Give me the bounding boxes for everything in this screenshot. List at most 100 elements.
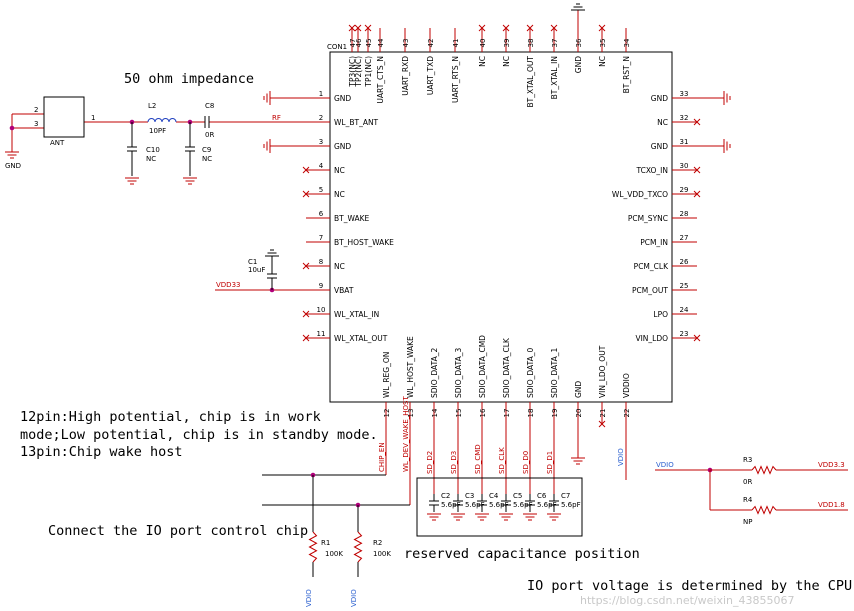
pin-name-36: GND: [574, 56, 583, 73]
junction-dot: [9, 125, 15, 131]
pin-number-4: 4: [319, 162, 324, 170]
pin-name-42: UART_TXD: [426, 56, 435, 95]
pin-number-15: 15: [455, 409, 463, 418]
pin-number-40: 40: [479, 39, 487, 48]
pin-number-47: 47: [349, 39, 357, 48]
capacitor-c7: [549, 494, 559, 512]
cap-val-c2: 5.6pF: [441, 501, 461, 509]
pin-name-31: GND: [651, 142, 668, 151]
nc-marker: [478, 24, 486, 32]
pin-name-7: BT_HOST_WAKE: [334, 238, 394, 247]
net-label-wl-dev-wake-host: WL_DEV_WAKE_HOST: [402, 396, 410, 472]
pin-name-46: TP2(NC): [354, 56, 363, 88]
ground-symbol: [263, 91, 271, 105]
pin-number-45: 45: [365, 39, 373, 48]
nc-stroke: [598, 420, 606, 428]
connector-ref: CON1: [327, 43, 347, 51]
cap-val-c6: 5.6pF: [537, 501, 557, 509]
capacitor-c10: [127, 122, 137, 176]
resistor-zigzag: [751, 465, 777, 475]
c9-val: NC: [202, 155, 212, 163]
pin-name-20: GND: [574, 381, 583, 398]
pin-number-25: 25: [680, 282, 689, 290]
pin-name-6: BT_WAKE: [334, 214, 370, 223]
net-rf: RF: [272, 114, 281, 122]
pin-number-43: 43: [402, 39, 410, 48]
resistor-zigzag: [751, 505, 777, 515]
cap-ref-c7: C7: [561, 492, 570, 500]
cap-ref-c2: C2: [441, 492, 450, 500]
c8-ref: C8: [205, 102, 214, 110]
resistor-r4: [751, 505, 777, 515]
connector-body: [329, 51, 673, 403]
pin-name-10: WL_XTAL_IN: [334, 310, 379, 319]
pin-number-18: 18: [527, 409, 535, 418]
pin-number-7: 7: [319, 234, 323, 242]
pin-name-29: WL_VDD_TXCO: [612, 190, 668, 199]
pin-name-35: NC: [598, 56, 607, 67]
pin-number-16: 16: [479, 408, 487, 417]
pin-number-9: 9: [319, 282, 323, 290]
pin-name-4: NC: [334, 166, 345, 175]
pin-name-2: WL_BT_ANT: [334, 118, 379, 127]
watermark: https://blog.csdn.net/weixin_43855067: [580, 594, 795, 607]
net-label-sd-d0: SD_D0: [522, 451, 530, 474]
note-pin12-line2: mode;Low potential, chip is in standby m…: [20, 427, 378, 443]
pin-name-16: SDIO_DATA_CMD: [478, 335, 487, 398]
pin-number-19: 19: [551, 409, 559, 418]
nc-marker: [364, 24, 372, 32]
ground-symbol: [125, 177, 139, 185]
pin-number-37: 37: [551, 39, 559, 48]
pin-number-23: 23: [680, 330, 689, 338]
pin-number-42: 42: [427, 39, 435, 48]
ant-gnd-label: GND: [5, 162, 21, 170]
nc-stroke: [598, 24, 606, 32]
ground-symbol: [523, 513, 537, 521]
resistor-r1: [308, 531, 318, 563]
ground-symbol: [571, 3, 585, 11]
pin-name-22: VDDIO: [622, 373, 631, 398]
pin-number-2: 2: [319, 114, 323, 122]
r1-val: 100K: [325, 550, 343, 558]
pin-name-18: SDIO_DATA_0: [526, 348, 535, 398]
nc-marker: [502, 24, 510, 32]
nc-marker: [302, 334, 310, 342]
cap-val-c4: 5.6pF: [489, 501, 509, 509]
pin-number-28: 28: [680, 210, 689, 218]
pin-number-21: 21: [599, 409, 607, 418]
pin-number-20: 20: [575, 409, 583, 418]
ground-symbol: [547, 513, 561, 521]
inductor-coil: [147, 118, 177, 123]
pin-number-39: 39: [503, 39, 511, 48]
capacitor-c6: [525, 494, 535, 512]
capacitor-c5: [501, 494, 511, 512]
reserved-cap-box: [416, 477, 583, 537]
nc-marker: [302, 310, 310, 318]
ground-symbol: [265, 249, 279, 257]
pin-number-3: 3: [319, 138, 323, 146]
capacitor-c9: [185, 122, 195, 176]
capacitor-c3: [453, 494, 463, 512]
ground-symbol: [723, 91, 731, 105]
ground-symbol: [571, 457, 585, 465]
pin-name-38: BT_XTAL_OUT: [526, 56, 535, 108]
nc-marker: [354, 24, 362, 32]
ant-pin-3: 3: [34, 120, 38, 128]
r2-val: 100K: [373, 550, 391, 558]
nc-stroke: [693, 166, 701, 174]
pin-number-26: 26: [680, 258, 689, 266]
pin-name-15: SDIO_DATA_3: [454, 348, 463, 398]
nc-stroke: [478, 24, 486, 32]
pin-name-30: TCXO_IN: [635, 166, 668, 175]
pin-number-22: 22: [623, 409, 631, 418]
pin-number-38: 38: [527, 39, 535, 48]
nc-marker: [302, 166, 310, 174]
pin-number-14: 14: [431, 408, 439, 417]
c10-ref: C10: [146, 146, 160, 154]
nc-marker: [693, 166, 701, 174]
pin-name-44: UART_CTS_N: [376, 56, 385, 104]
r1-ref: R1: [321, 539, 330, 547]
pin-name-8: NC: [334, 262, 345, 271]
pin-number-17: 17: [503, 409, 511, 418]
